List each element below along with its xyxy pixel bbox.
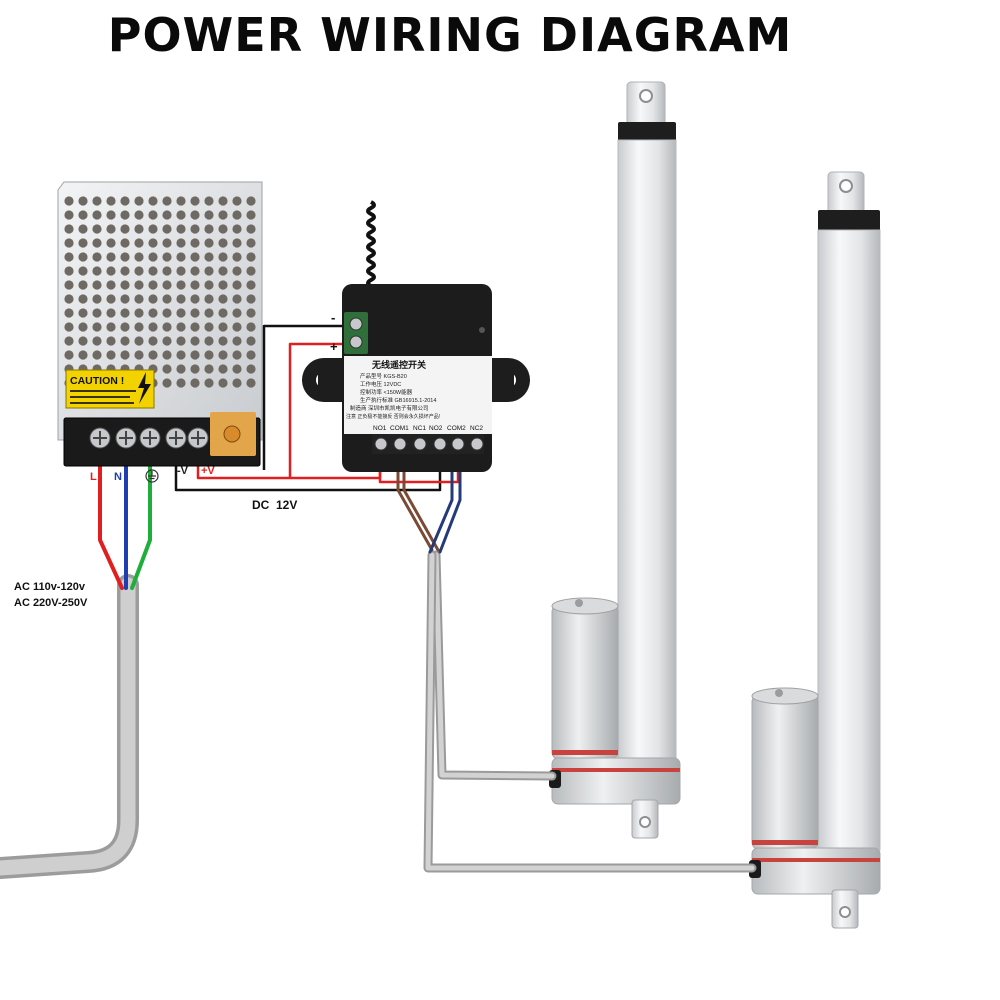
actuator-1-gearbox [551,757,681,805]
actuator-2-cap [818,210,880,232]
ac-input-cable [0,574,139,879]
actuator-1-motor [551,603,619,761]
actuator-1-motor-top [551,597,619,615]
terminal-label-n: N [114,471,122,483]
input-minus-label: - [331,310,335,325]
receiver-info-line-3: 控制功率 <150W能器 [360,388,413,396]
dc-negative-wire-to-receiver [262,324,352,470]
terminal-com1: COM1 [390,425,409,432]
power-supply: CAUTION ! L N -V +V [57,181,263,483]
terminal-label-neg: -V [177,465,189,477]
earth-ground-icon [145,469,159,483]
terminal-screws [89,427,209,449]
page-title: POWER WIRING DIAGRAM [107,8,793,62]
actuator-1-top-hole [639,89,653,103]
power-supply-vent-grid [62,194,256,390]
ac-voltage-label-2: AC 220V-250V [14,597,88,609]
terminal-nc1: NC1 [413,425,426,432]
actuator-cables [423,550,757,873]
actuator-2-screw [775,689,783,697]
actuator-1-gearbox-band [552,768,680,772]
dc-wires [174,324,460,492]
output-terminal-screws [372,434,484,454]
terminal-no1: NO1 [373,425,387,432]
actuator-1-rod [626,81,666,129]
terminal-nc2: NC2 [470,425,483,432]
actuator-1-motor-band [552,750,618,755]
actuator-2-gearbox-band [752,858,880,862]
antenna-coil-icon [366,200,376,288]
actuator-1-screw [575,599,583,607]
caution-label [65,369,155,409]
actuator-1-tube [617,139,677,761]
actuator-2-motor [751,693,819,851]
terminal-com2: COM2 [447,425,466,432]
actuator-2-top-hole [839,179,853,193]
dc-negative-wire [174,446,442,492]
actuator-2-motor-top [751,687,819,705]
linear-actuator-2 [749,171,881,929]
com-link-wire [378,470,460,484]
actuator-2-gearbox [751,847,881,895]
terminal-label-l: L [90,471,97,483]
terminal-label-pos: +V [201,465,215,477]
receiver-info-label [344,356,492,434]
live-wire [98,444,124,590]
receiver-header: 无线遥控开关 [371,359,426,370]
terminal-no2: NO2 [429,425,443,432]
remote-receiver-module: - + 无线遥控开关 产品型号 KGS-B20 工作电压 12VDC 控制功率 … [302,200,530,472]
high-voltage-icon [138,372,151,404]
linear-actuator-1 [549,81,681,839]
output-terminal-labels: NO1 COM1 NC1 NO2 COM2 NC2 [373,425,483,432]
receiver-info-line-2: 工作电压 12VDC [360,380,401,388]
ac-wires [98,444,152,590]
caution-label-text: CAUTION ! [70,375,124,387]
receiver-info-line-6: 注意 正负极不能接反 否则会永久损坏产品! [346,413,440,420]
dc-positive-wire-to-receiver [288,342,352,478]
earth-wire [130,444,152,590]
ac-voltage-label-1: AC 110v-120v [14,581,86,593]
actuator-1-rear-hole [639,816,651,828]
actuator-2-tube [817,229,881,851]
actuator-2-motor-band [752,840,818,845]
receiver-info-line-4: 生产执行标准 GB16915.1-2014 [360,396,436,404]
receiver-info-line-1: 产品型号 KGS-B20 [360,372,407,380]
receiver-info-line-5: 制造商 深圳市凯凯电子有限公司 [350,404,429,412]
actuator-1-cap [618,122,676,142]
input-plus-label: + [330,339,338,354]
actuator-2-rod [827,171,865,217]
actuator-1-cable [431,550,557,781]
dc-voltage-label: DC 12V [252,498,297,512]
actuator-2-rear-hole [839,906,851,918]
